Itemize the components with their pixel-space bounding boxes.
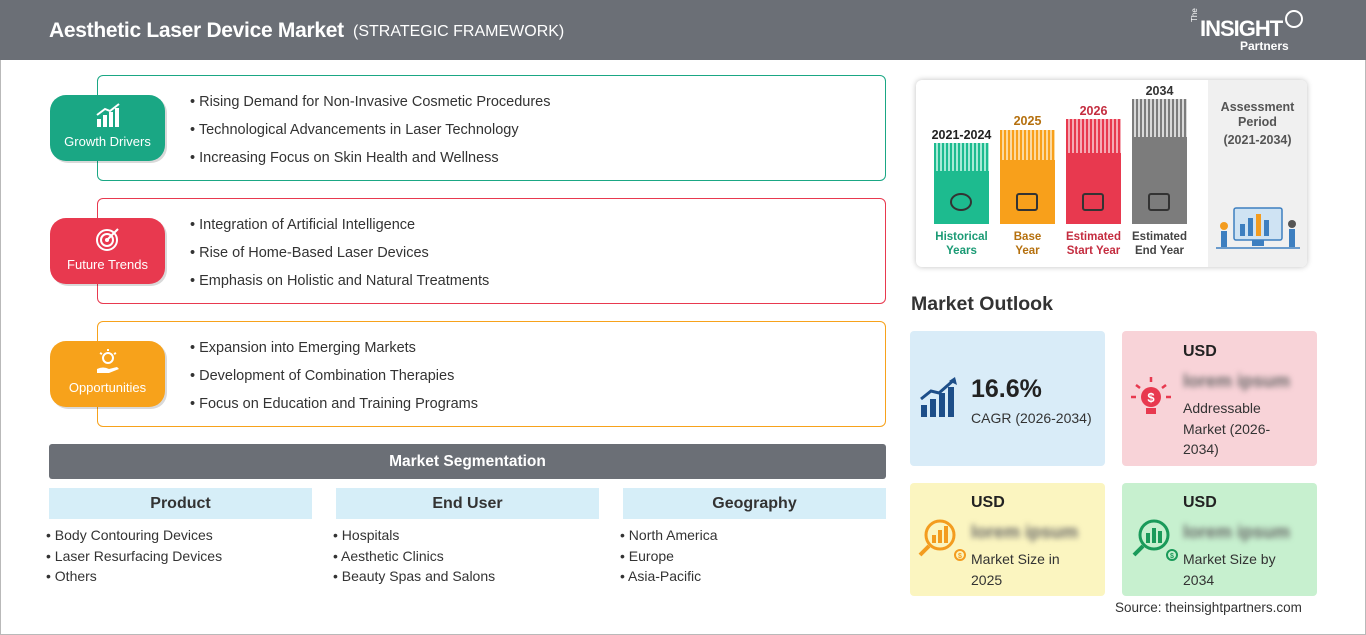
market-outlook-title: Market Outlook [911,293,1053,315]
bar-stripes [1000,130,1055,160]
cagr-label: CAGR (2026-2034) [971,410,1092,426]
segmentation-title: Market Segmentation [49,444,886,479]
list-item: Hospitals [333,527,599,548]
list-item: Expansion into Emerging Markets [190,340,478,368]
assessment-period: Assessment Period (2021-2034) [1208,80,1307,267]
history-icon [950,193,972,211]
list-item: Aesthetic Clinics [333,548,599,569]
timeline-year: 2026 [1079,104,1108,118]
timeline-year: 2021-2024 [931,128,992,142]
growth-chart-icon [96,103,120,127]
list-item: Europe [620,548,886,569]
calendar-icon [1016,193,1038,211]
target-icon [96,228,119,251]
usd-label: USD [971,494,1005,511]
source-credit[interactable]: Source: theinsightpartners.com [1115,600,1302,615]
magnifier-chart-icon: $ [918,519,966,561]
opportunities-card: Expansion into Emerging Markets Developm… [97,321,886,427]
list-item: Focus on Education and Training Programs [190,396,478,424]
list-item: Increasing Focus on Skin Health and Well… [190,150,550,178]
usd-label: USD [1183,494,1217,511]
bar-solid [1000,160,1055,224]
badge-label: Growth Drivers [64,134,151,149]
addressable-value: lorem ipsum [1183,371,1291,391]
list-item: Asia-Pacific [620,568,886,589]
assessment-title: Assessment Period [1220,100,1295,129]
opportunities-badge: Opportunities [50,341,165,407]
svg-text:$: $ [958,553,962,560]
logo-ring-icon [1285,10,1303,28]
badge-label: Opportunities [68,380,147,395]
lightbulb-hand-icon [97,349,119,373]
insight-partners-logo[interactable]: The INSIGHT Partners [1190,8,1310,54]
logo-partners: Partners [1240,39,1289,53]
svg-text:$: $ [1170,553,1174,560]
analytics-people-icon [1216,207,1300,249]
cagr-box: 16.6% CAGR (2026-2034) [910,331,1105,466]
list-item: Emphasis on Holistic and Natural Treatme… [190,273,489,301]
list-item: Laser Resurfacing Devices [46,548,312,569]
market-size-2034-box: $ USD lorem ipsum Market Size by 2034 [1122,483,1317,596]
logo-the: The [1190,8,1199,22]
money-bulb-icon: $ [1131,377,1171,414]
growth-chart-icon [920,377,957,417]
segment-header: Product [49,488,312,519]
list-item: Development of Combination Therapies [190,368,478,396]
presentation-icon [1082,193,1104,211]
market-size-2034-value: lorem ipsum [1183,522,1291,542]
future-trends-badge: Future Trends [50,218,165,284]
logo-insight: INSIGHT [1200,16,1283,41]
market-size-2025-value: lorem ipsum [971,522,1079,542]
usd-label: USD [1183,343,1217,360]
bar-stripes [1132,99,1187,137]
list-item: Rising Demand for Non-Invasive Cosmetic … [190,94,550,122]
growth-drivers-card: Rising Demand for Non-Invasive Cosmetic … [97,75,886,181]
bar-solid [1066,153,1121,224]
segment-end-user: End User Hospitals Aesthetic Clinics Bea… [336,488,599,589]
addressable-market-box: $ USD lorem ipsum Addressable Market (20… [1122,331,1317,466]
segment-product: Product Body Contouring Devices Laser Re… [49,488,312,589]
market-size-2025-box: $ USD lorem ipsum Market Size in 2025 [910,483,1105,596]
market-size-2034-label: Market Size by 2034 [1183,551,1276,588]
list-item: Body Contouring Devices [46,527,312,548]
bar-stripes [1066,119,1121,153]
list-item: Beauty Spas and Salons [333,568,599,589]
segment-geography: Geography North America Europe Asia-Paci… [623,488,886,589]
market-size-2025-label: Market Size in 2025 [971,551,1060,588]
segment-header: End User [336,488,599,519]
page-subtitle: (STRATEGIC FRAMEWORK) [353,23,565,40]
timeline-year: 2025 [1013,114,1042,128]
list-item: Integration of Artificial Intelligence [190,217,489,245]
addressable-label: Addressable Market (2026-2034) [1183,400,1271,457]
cagr-value: 16.6% [971,375,1042,403]
page-title: Aesthetic Laser Device Market [49,19,344,42]
segment-header: Geography [623,488,886,519]
list-item: Technological Advancements in Laser Tech… [190,122,550,150]
timeline-year: 2034 [1145,84,1174,98]
bar-stripes [934,143,989,171]
list-item: Rise of Home-Based Laser Devices [190,245,489,273]
growth-drivers-badge: Growth Drivers [50,95,165,161]
magnifier-chart-icon: $ [1132,519,1178,561]
svg-text:$: $ [1147,390,1155,405]
header-bar: Aesthetic Laser Device Market (STRATEGIC… [0,0,1366,60]
assessment-range: (2021-2034) [1223,133,1292,147]
badge-label: Future Trends [67,257,148,272]
list-item: North America [620,527,886,548]
monitor-chart-icon [1148,193,1170,211]
future-trends-card: Integration of Artificial Intelligence R… [97,198,886,304]
list-item: Others [46,568,312,589]
